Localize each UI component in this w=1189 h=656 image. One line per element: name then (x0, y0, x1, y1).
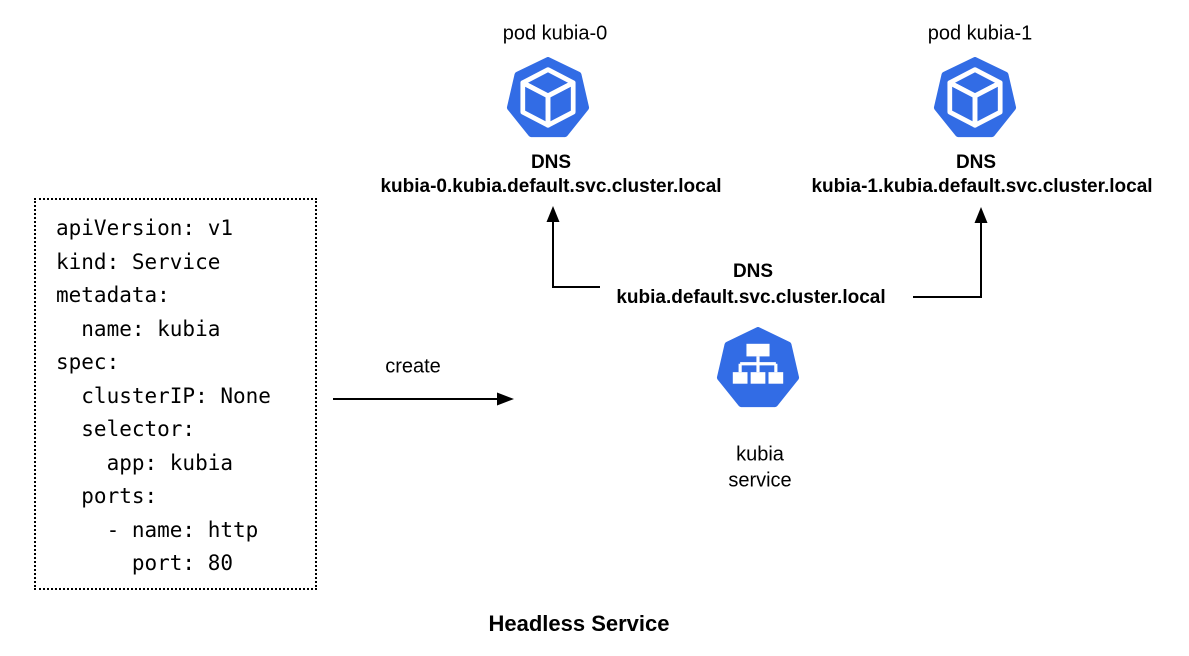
pod-0-dns-name: kubia-0.kubia.default.svc.cluster.local (380, 176, 722, 197)
pod-1-label: pod kubia-1 (927, 22, 1033, 45)
kubernetes-pod-icon (933, 57, 1017, 138)
diagram-title: Headless Service (488, 611, 670, 636)
service-yaml-manifest: apiVersion: v1 kind: Service metadata: n… (34, 198, 317, 590)
kubernetes-service-icon (716, 327, 800, 408)
pod-0-dns-title: DNS (530, 152, 572, 173)
create-arrow-label: create (385, 355, 441, 378)
pod-1-dns-name: kubia-1.kubia.default.svc.cluster.local (811, 176, 1153, 197)
service-tree-glyph (732, 343, 784, 384)
dns-arrow-to-pod-1 (913, 207, 988, 298)
create-arrow (333, 392, 514, 406)
kubernetes-pod-icon (506, 57, 590, 138)
service-dns-name: kubia.default.svc.cluster.local (616, 287, 886, 308)
service-dns-title: DNS (732, 261, 774, 282)
pod-1-dns-title: DNS (955, 152, 997, 173)
pod-0-label: pod kubia-0 (502, 22, 608, 45)
cube-glyph (520, 67, 576, 128)
dns-arrow-to-pod-0 (546, 206, 600, 288)
service-label-line2: service (728, 469, 792, 492)
cube-glyph (947, 67, 1003, 128)
service-label-line1: kubia (736, 443, 784, 466)
